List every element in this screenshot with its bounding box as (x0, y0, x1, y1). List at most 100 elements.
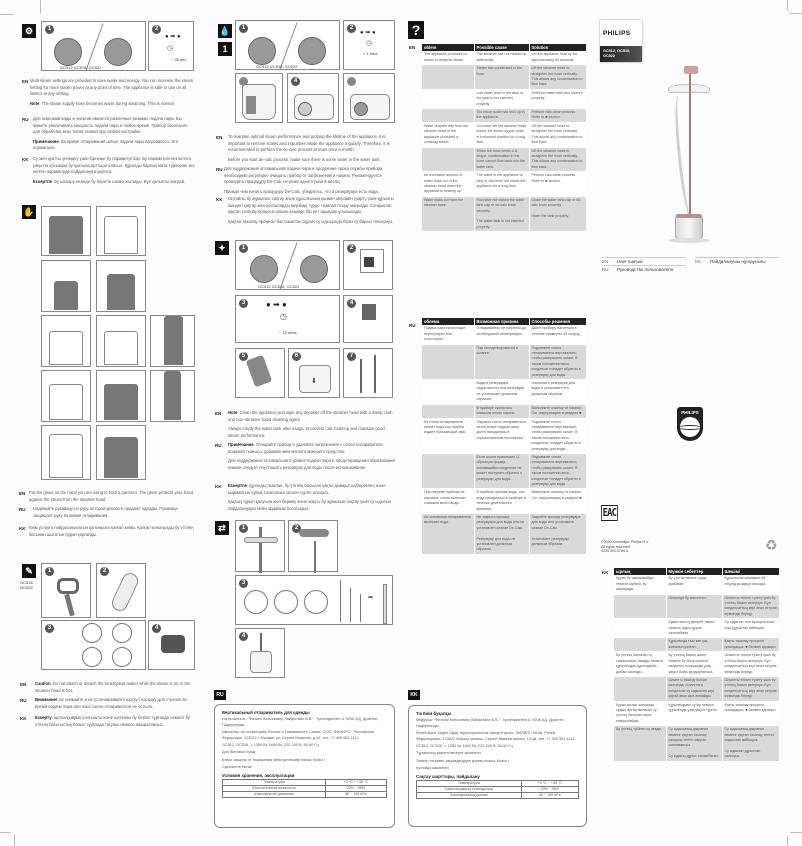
info-line: Для бытовых нужд (222, 750, 256, 755)
cell-cause: Low water level in the tank or the tank … (474, 89, 530, 110)
cell-cause: The steamer has not heated up sufficient… (474, 51, 530, 66)
lang-badge-kk: KK (408, 690, 420, 700)
info-line: Өндіруші: "Филипс Консьюмер Лайфстайл Б.… (416, 717, 565, 728)
note-text: : The steam supply hose becomes warm dur… (39, 100, 175, 106)
table-row: Құрал қызып жатқанда судың артық мөлшері… (614, 701, 780, 727)
thermometer-arrow-icon: ● ➡ ● (360, 30, 376, 36)
model-label: GC512 GC516, GC522 (60, 65, 102, 70)
pleat-maker-figure: 3 (41, 620, 146, 670)
manual-title: User manual (617, 259, 643, 264)
cell-problem: При нагреве прибора из парового сопла вы… (422, 488, 475, 514)
step-number: 2 (347, 24, 356, 33)
divider-line (279, 242, 298, 290)
cell-problem: Water droplets drip from the steamer hea… (422, 122, 475, 148)
garment-steam-trouser-leg (150, 370, 195, 422)
crop-mark (0, 832, 10, 833)
table-row: Too much scale has built up in the appli… (422, 108, 587, 123)
info-line: Ресей және Кеден Одақ территориясына имп… (416, 730, 576, 741)
divider-line (279, 22, 298, 70)
cell-cause: You have left the steamer head and/or th… (474, 122, 530, 148)
cool-down-10min-figure: 3 ● ➡ ● ◷ ~ 10 mins. (235, 295, 340, 343)
lang-code-en: EN (22, 79, 29, 84)
steamer-head-icon (109, 570, 141, 614)
note-label: Примечание (228, 442, 254, 447)
col-header: Шешімі (722, 568, 780, 576)
cell-solution: Су ыдысының қақпағын немесе қақтан тазал… (722, 725, 780, 762)
cell-cause: В приборе грязная вода, или вода находил… (474, 488, 530, 514)
cond-label: Атмосфералық қысым (416, 792, 522, 800)
cell-solution: Выполните очистку от накипи. См. информа… (529, 488, 587, 514)
handle-icon (64, 593, 75, 617)
detail-circle-icon (244, 590, 268, 614)
cell-cause: Отпариватель не нагрелся до необходимой … (474, 325, 530, 345)
table-row: Water leaks out from the steamer base.Yo… (422, 196, 587, 233)
philips-shield-logo: PHILIPS (677, 407, 703, 441)
cell-solution: Поднимите сопло отпаривателя вертикально… (529, 344, 587, 381)
step-number: 2 (152, 25, 161, 34)
cool-down-figure: 2 ● ➡ ● ◷ > 1 hour (343, 20, 395, 70)
decalc-text-kk: Оңтайлы бу жұмысын сақтау және құрылғыны… (228, 196, 396, 228)
info-title: Вертикальный отпариватель для одежды (222, 710, 310, 715)
col-header: Solution (529, 44, 587, 52)
decalc-knob-figure: 4 (287, 73, 339, 123)
table-row: Құрал бу шығармайды немесе жүйесіз бу шы… (614, 575, 780, 595)
lang-code: EN (602, 259, 609, 264)
cell-cause: Бу үтігі жеткілікті түрде қызбаған. (666, 575, 723, 595)
pole-icon (314, 541, 316, 573)
cell-solution: Қақты тазалау процесін орындаңыз. ■ бөлі… (722, 637, 780, 653)
lang-code: RU (602, 267, 609, 272)
detail-circle-icon (82, 647, 102, 667)
conditions-table: Температура+0 °C ~ +35 °C Относительная … (222, 779, 388, 799)
step-number: 1 (239, 244, 248, 253)
col-header: Мүмкін себептер (666, 568, 723, 576)
cleaning-dial-figure: 1 GC512 GC516, GC522 (235, 240, 340, 290)
table-row: Шлангіде бу жиналған.Шлангты тігінен түз… (614, 594, 780, 620)
cell-problem (422, 89, 475, 110)
glove-text-en: Put the glove on the hand you are using … (29, 490, 194, 502)
note-text: : Clean the appliance and wipe any depos… (228, 410, 393, 422)
arrow-right-icon: ➡ (368, 595, 374, 601)
cell-cause: The water in the appliance is dirty or h… (474, 171, 530, 197)
info-line: GC512, GC516 -> 1350 Вт-1600 Вт, 220-240… (416, 743, 513, 748)
info-line: Электр тоғымен зақымданудан қорғау класы… (416, 758, 510, 763)
caution-label: Внимание! (35, 697, 58, 702)
conditions-table: Температура+0 °C ~ +35 °C Салыстырмалы ы… (416, 780, 580, 800)
clock-icon: ◷ (167, 45, 174, 52)
plug-icon (364, 257, 374, 267)
steam-dial-icon (300, 255, 328, 283)
cell-problem (614, 594, 667, 620)
lang-code-kk: KK (216, 197, 223, 202)
step-number: 3 (45, 624, 54, 633)
cell-solution: Дайте прибору нагреться в течение пример… (529, 325, 587, 345)
unplug-figure: 2 (343, 240, 393, 290)
water-drop-icon: 💧 (218, 24, 232, 38)
table-row: Құрылғыда тым көп қақ жиналып қалған.Қақ… (614, 637, 780, 653)
decalc-dial-figure: 1 GC512 GC516, GC522 (235, 20, 340, 70)
crop-mark (790, 832, 802, 833)
steam-dial-icon (298, 37, 326, 65)
cell-problem: Бу үтігінің түбінен су ағады. (614, 725, 667, 762)
detail-circle-icon (304, 590, 328, 614)
cleaning-note-en: Note: Clean the appliance and wipe any d… (228, 410, 396, 442)
conditions-title: Условия хранения, эксплуатации (222, 772, 295, 778)
lang-code-en: EN (216, 135, 223, 140)
product-info-box-ru: Вертикальный отпариватель для одежды Изг… (214, 704, 395, 828)
arrow-down-icon: ⬇ (311, 378, 317, 385)
col-header: Возможная причина (474, 318, 530, 326)
table-row: Шланг U пішінді болып қалғанда, шлангтағ… (614, 676, 780, 702)
cell-problem: Құрал бу шығармайды немесе жүйесіз бу шы… (614, 575, 667, 595)
decalc-text-en: To maintain optimal steam performance an… (228, 134, 396, 166)
step-number: 5 (239, 352, 248, 361)
tank-icon (242, 84, 276, 120)
step-number: 3 (239, 299, 248, 308)
cell-problem: Бу үтігінің басынан су тамшылары тамады … (614, 651, 667, 677)
cond-value: 85 ~ 109 kPa (520, 792, 580, 800)
info-line: Импортер на территорию России и Таможенн… (222, 729, 374, 740)
paragraph: Оңтайлы бу жұмысын сақтау және құрылғыны… (228, 196, 394, 214)
cell-cause: Too much scale has built up in the appli… (474, 108, 530, 123)
table-row: При нагреве прибора из парового сопла вы… (422, 488, 587, 514)
lang-code-ru: RU (215, 443, 222, 448)
steam-dial-icon (104, 38, 132, 66)
steam-dial-icon (250, 255, 278, 283)
